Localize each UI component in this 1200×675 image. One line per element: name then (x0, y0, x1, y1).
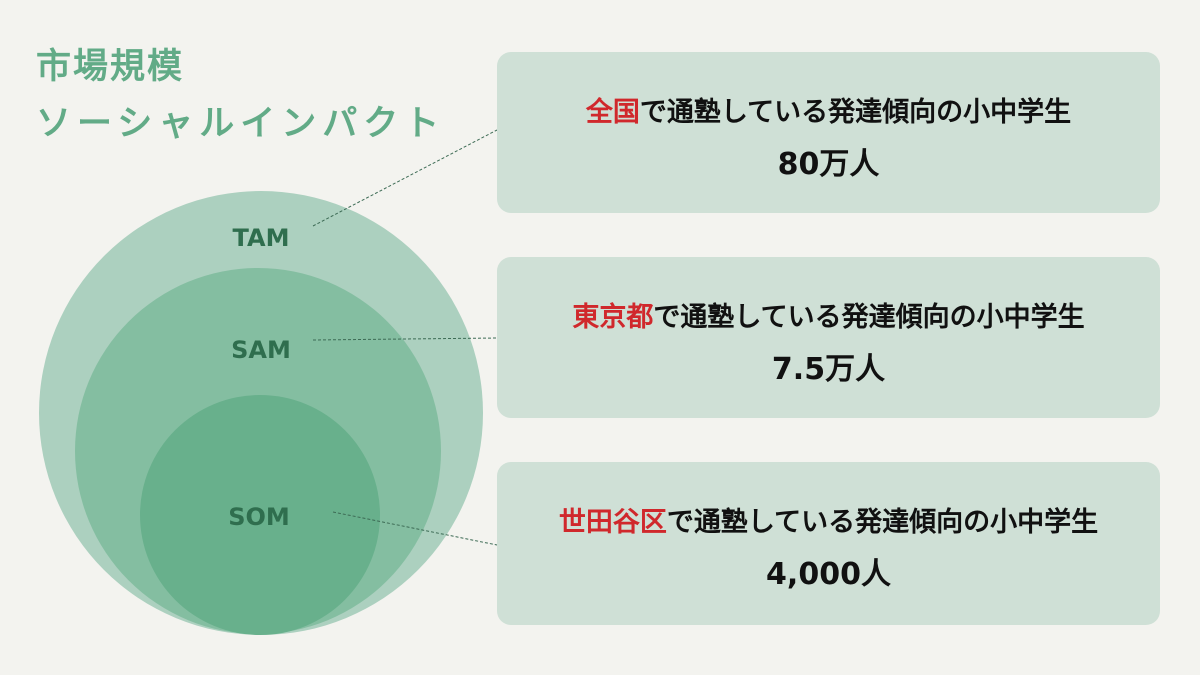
sam-label: SAM (231, 336, 291, 364)
tam-region: 全国 (585, 97, 640, 128)
tam-connector (312, 129, 498, 227)
tam-box: 全国で通塾している発達傾向の小中学生 80万人 (497, 52, 1160, 213)
tam-label: TAM (232, 224, 290, 252)
page-title: 市場規模 (36, 47, 185, 87)
page-subtitle: ソーシャルインパクト (36, 104, 446, 144)
tam-description: で通塾している発達傾向の小中学生 (639, 97, 1072, 128)
som-circle (140, 395, 380, 635)
som-box: 世田谷区で通塾している発達傾向の小中学生 4,000人 (497, 462, 1160, 625)
som-region: 世田谷区 (558, 507, 667, 538)
som-connector (332, 511, 498, 546)
sam-description: で通塾している発達傾向の小中学生 (653, 302, 1085, 333)
som-description: で通塾している発達傾向の小中学生 (666, 507, 1099, 538)
sam-value: 7.5万人 (771, 352, 886, 387)
tam-value: 80万人 (777, 147, 880, 182)
sam-connector (312, 337, 498, 341)
sam-region: 東京都 (572, 302, 654, 333)
som-label: SOM (228, 503, 290, 531)
sam-box: 東京都で通塾している発達傾向の小中学生 7.5万人 (497, 257, 1160, 418)
som-value: 4,000人 (766, 557, 891, 592)
